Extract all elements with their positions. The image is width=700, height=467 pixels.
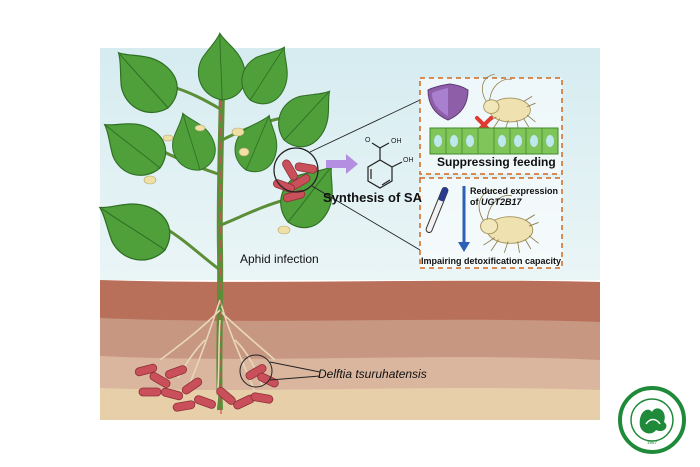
suppressing-feeding-label: Suppressing feeding <box>437 155 556 169</box>
test-tube-icon <box>425 187 449 233</box>
zoom-line-upper <box>309 99 421 153</box>
carbonyl-o-label: O <box>365 137 371 144</box>
zoom-line-lower <box>311 185 421 251</box>
bacteria-pointer-line-1 <box>269 361 321 373</box>
reduced-expression-label: Reduced expression of UGT2B17 <box>470 186 565 208</box>
plant-cell-layer <box>429 127 559 155</box>
root-bacteria-zoom-circle <box>239 354 273 388</box>
bacteria-pointer-line-2 <box>269 375 321 381</box>
salicylic-acid-structure <box>367 142 403 189</box>
down-arrow-icon <box>458 186 470 252</box>
reduced-expression-prefix: Reduced expression of <box>470 186 559 207</box>
soil-layer-top <box>100 280 600 325</box>
carboxyl-oh-label: OH <box>391 138 402 145</box>
svg-text:1957: 1957 <box>647 440 658 445</box>
institute-logo: 1957 <box>618 386 686 454</box>
hydroxyl-oh-label: OH <box>403 157 414 164</box>
soil-layer-low <box>100 356 600 392</box>
aphid-infection-label: Aphid infection <box>240 252 319 266</box>
gene-name: UGT2B17 <box>481 197 522 207</box>
impairing-detox-label: Impairing detoxification capacity <box>421 256 562 266</box>
stem-zoom-circle <box>273 147 319 193</box>
bacterium-label: Delftia tsuruhatensis <box>318 367 427 381</box>
synthesis-arrow <box>326 154 358 174</box>
soil-layer-mid <box>100 318 600 362</box>
synthesis-label: Synthesis of SA <box>323 190 422 205</box>
